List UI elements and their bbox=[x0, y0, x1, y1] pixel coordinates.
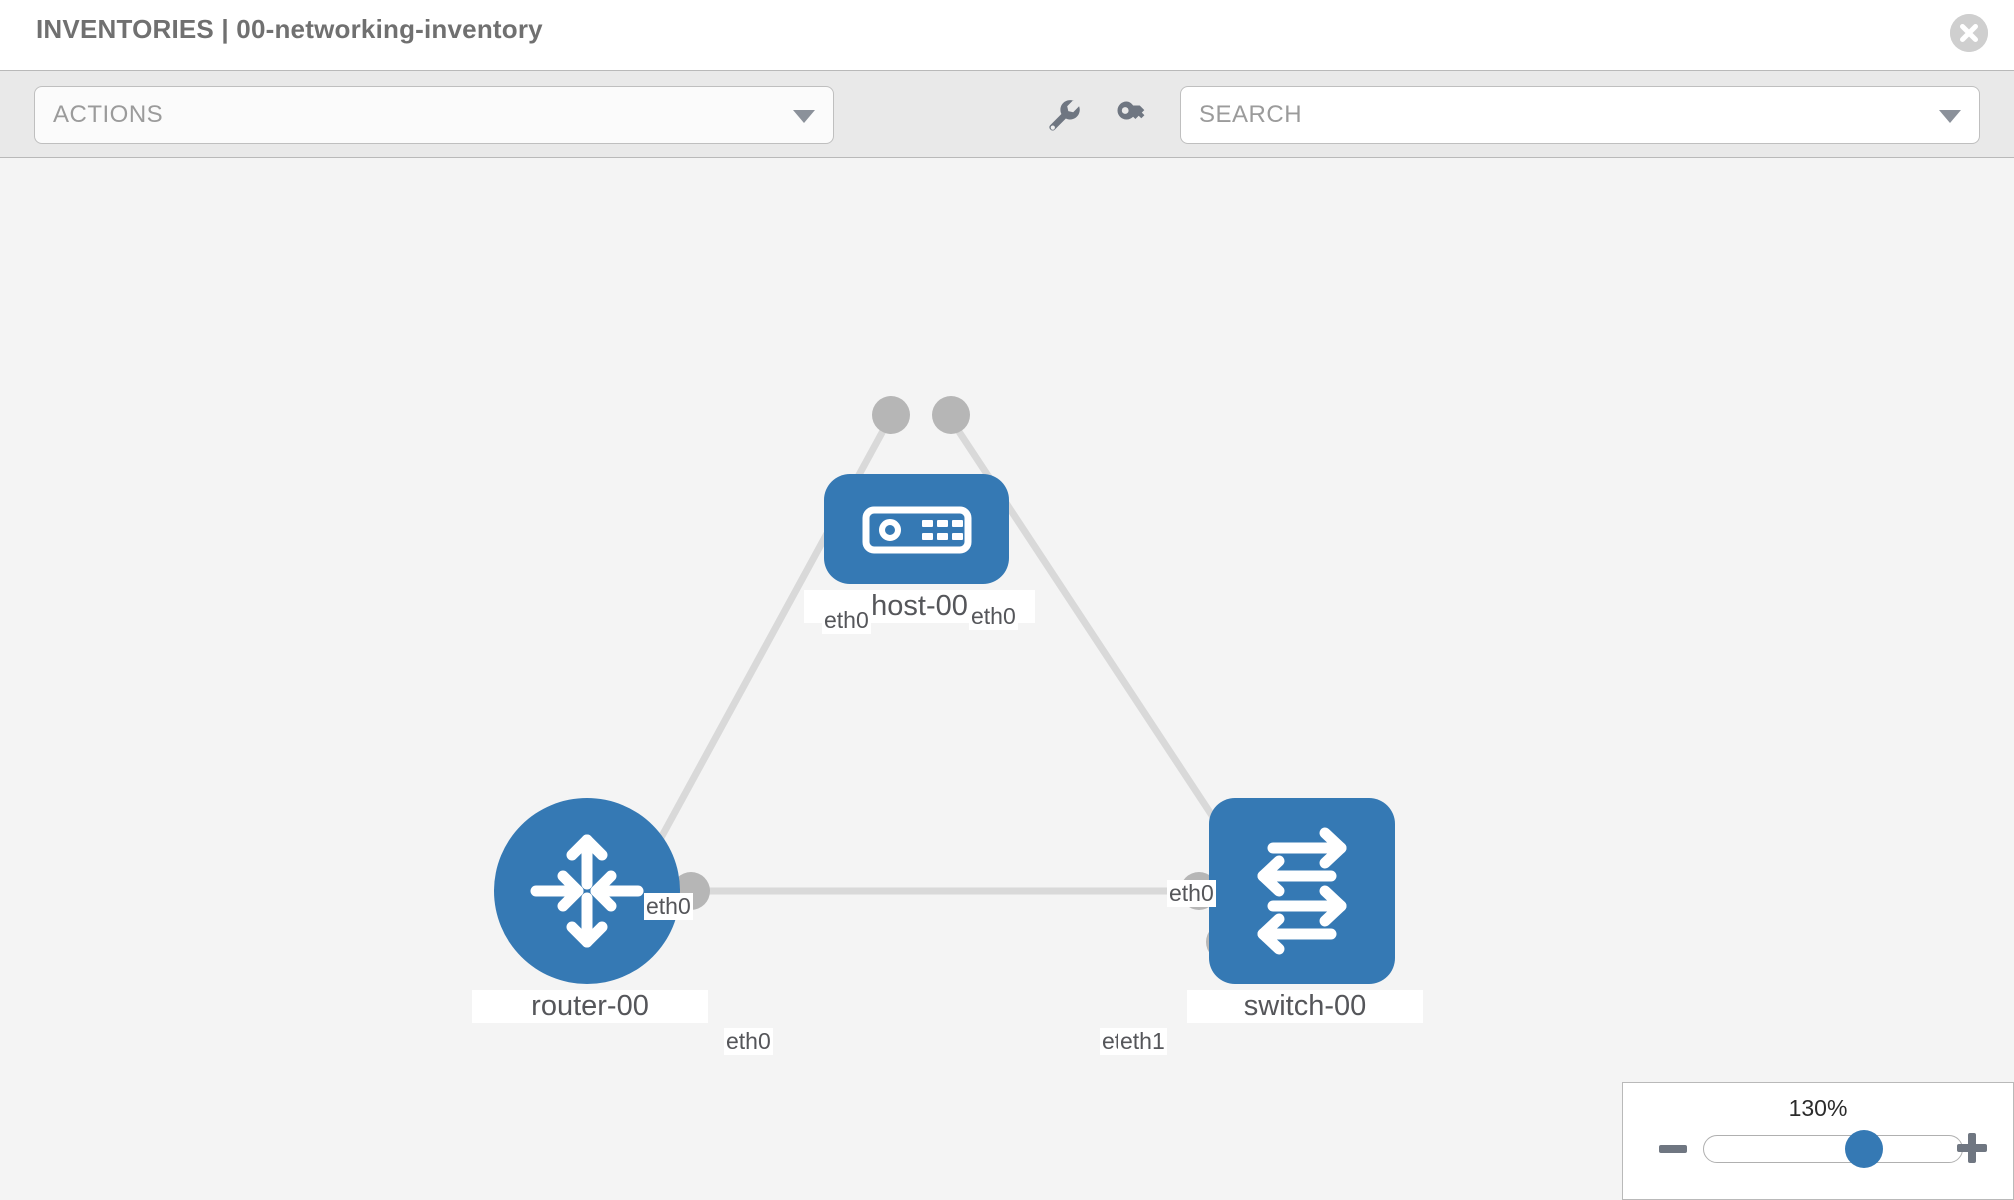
node-host-00-shape[interactable] bbox=[824, 474, 1009, 584]
toolbar: ACTIONS SEARCH bbox=[0, 70, 2014, 158]
actions-dropdown-label: ACTIONS bbox=[53, 101, 164, 128]
actions-dropdown[interactable]: ACTIONS bbox=[34, 86, 834, 144]
topology-canvas[interactable]: host-00 bbox=[0, 158, 2014, 1200]
router-icon bbox=[530, 834, 644, 948]
search-placeholder: SEARCH bbox=[1199, 101, 1303, 128]
search-input[interactable]: SEARCH bbox=[1180, 86, 1980, 144]
topology-edges bbox=[646, 416, 1243, 895]
iface-label-router-right: eth0 bbox=[724, 1028, 773, 1055]
chevron-down-icon[interactable] bbox=[1939, 110, 1961, 123]
page-header: INVENTORIES | 00-networking-inventory bbox=[0, 0, 2014, 70]
iface-label-host-right: eth0 bbox=[969, 603, 1018, 630]
chevron-down-icon bbox=[793, 110, 815, 123]
port-host-right[interactable] bbox=[932, 396, 970, 434]
close-icon[interactable] bbox=[1950, 14, 1988, 52]
port-host-left[interactable] bbox=[872, 396, 910, 434]
zoom-level-value: 130% bbox=[1788, 1095, 1848, 1121]
iface-label-switch-up: eth0 bbox=[1167, 880, 1216, 907]
zoom-in-button[interactable] bbox=[1957, 1133, 1987, 1163]
node-switch-00-label: switch-00 bbox=[1187, 990, 1423, 1023]
wrench-icon[interactable] bbox=[1041, 93, 1085, 137]
zoom-slider-track[interactable] bbox=[1703, 1130, 1963, 1168]
key-icon[interactable] bbox=[1109, 93, 1153, 137]
node-router-00-shape[interactable] bbox=[494, 798, 680, 984]
switch-icon bbox=[1257, 827, 1347, 955]
zoom-out-button[interactable] bbox=[1659, 1145, 1687, 1153]
zoom-slider-thumb[interactable] bbox=[1844, 1130, 1883, 1168]
iface-label-router-up: eth0 bbox=[644, 893, 693, 920]
zoom-control-panel: 130% bbox=[1622, 1082, 2014, 1200]
page-title: INVENTORIES | 00-networking-inventory bbox=[36, 14, 543, 44]
node-switch-00-shape[interactable] bbox=[1209, 798, 1395, 984]
node-router-00-label: router-00 bbox=[472, 990, 708, 1023]
iface-label-switch-left: eth1 bbox=[1118, 1028, 1167, 1055]
iface-label-host-left: eth0 bbox=[822, 607, 871, 634]
server-icon bbox=[862, 506, 971, 554]
